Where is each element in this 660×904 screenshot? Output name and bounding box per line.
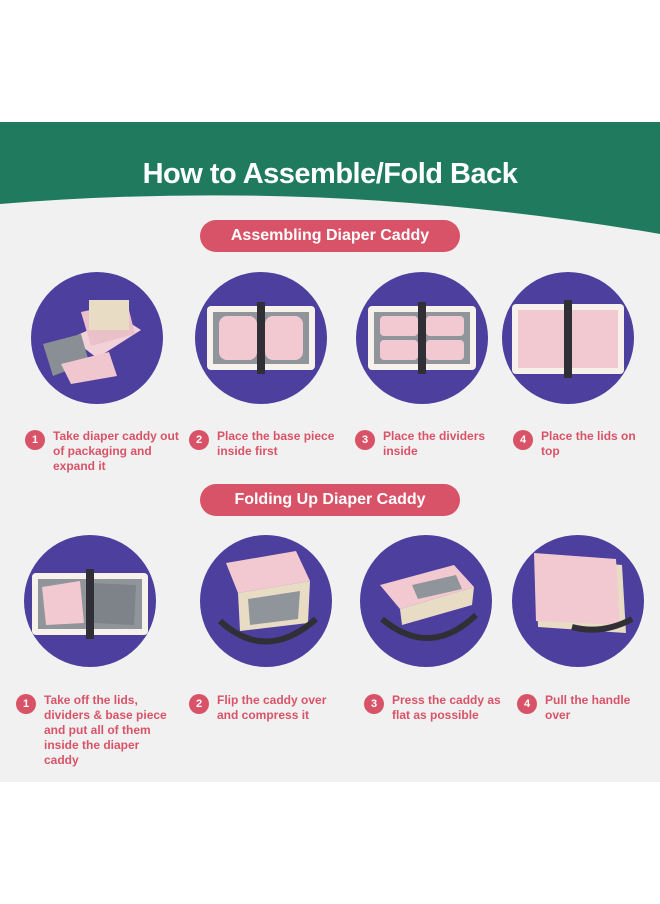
step-text: Flip the caddy over and compress it bbox=[217, 693, 327, 722]
step-text: Place the base piece inside first bbox=[217, 429, 335, 458]
fold-step-2-image bbox=[200, 535, 332, 667]
assemble-step-2-image bbox=[195, 272, 327, 404]
instruction-panel: How to Assemble/Fold Back Assembling Dia… bbox=[0, 122, 660, 782]
step-number-badge: 3 bbox=[364, 694, 384, 714]
assemble-step-4-image bbox=[502, 272, 634, 404]
step-text: Press the caddy as flat as possible bbox=[392, 693, 501, 722]
step-text: Pull the handle over bbox=[545, 693, 631, 722]
assemble-step-1-image bbox=[31, 272, 163, 404]
step-number-badge: 4 bbox=[513, 430, 533, 450]
step-text: Place the dividers inside bbox=[383, 429, 486, 458]
step-text: Take diaper caddy out of packaging and e… bbox=[53, 429, 179, 473]
step-number-badge: 4 bbox=[517, 694, 537, 714]
step-text: Take off the lids, dividers & base piece… bbox=[44, 693, 167, 767]
step-number-badge: 1 bbox=[16, 694, 36, 714]
step-text: Place the lids on top bbox=[541, 429, 636, 458]
fold-step-1-image bbox=[24, 535, 156, 667]
page-title: How to Assemble/Fold Back bbox=[142, 158, 518, 190]
header-banner: How to Assemble/Fold Back bbox=[0, 122, 660, 362]
folding-heading: Folding Up Diaper Caddy bbox=[200, 484, 460, 516]
step-number-badge: 2 bbox=[189, 694, 209, 714]
header-arc-shape bbox=[0, 122, 660, 234]
assemble-step-3-image bbox=[356, 272, 488, 404]
step-number-badge: 1 bbox=[25, 430, 45, 450]
fold-step-4-image bbox=[512, 535, 644, 667]
fold-step-3-image bbox=[360, 535, 492, 667]
assembling-heading: Assembling Diaper Caddy bbox=[200, 220, 460, 252]
step-number-badge: 2 bbox=[189, 430, 209, 450]
step-number-badge: 3 bbox=[355, 430, 375, 450]
